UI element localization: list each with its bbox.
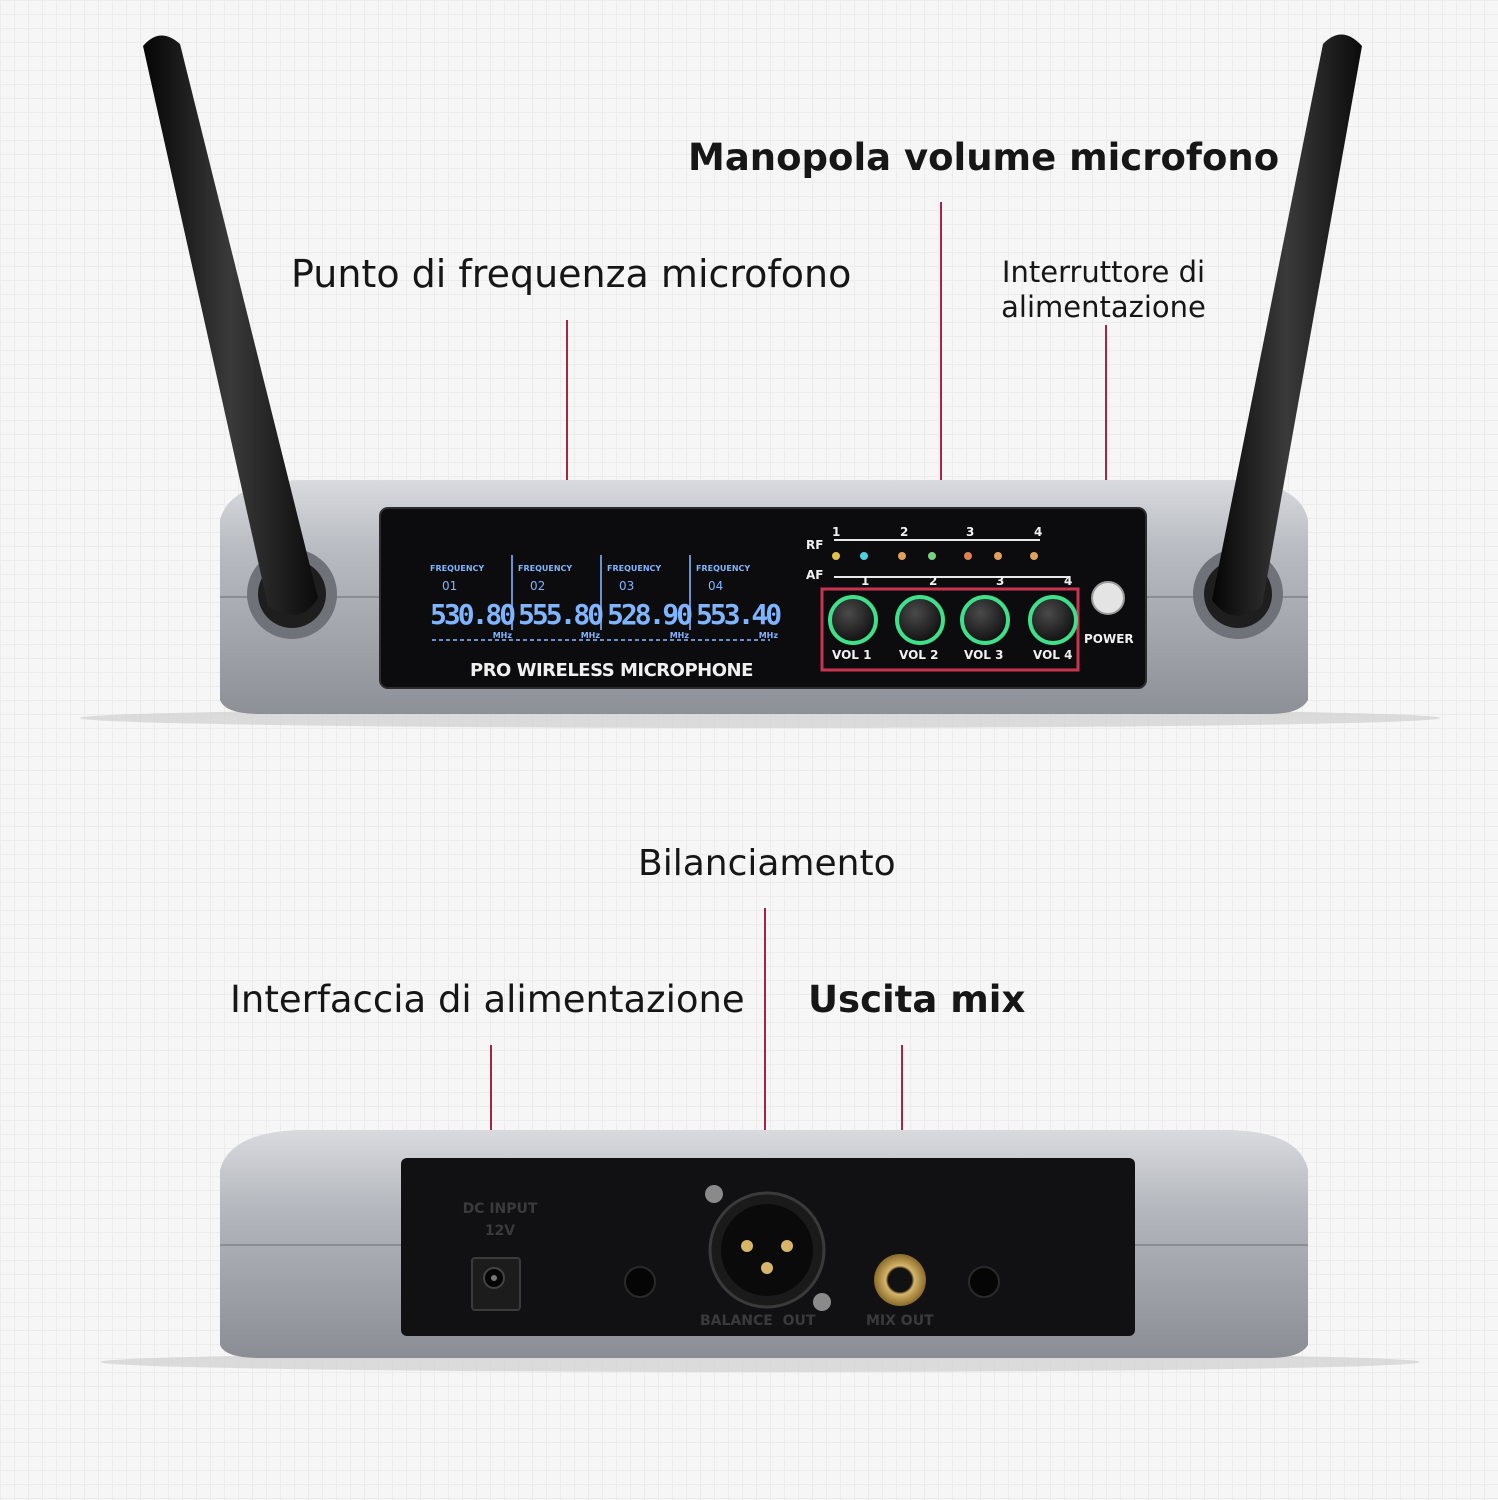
lcd-display: FREQUENCY 01 530.80 MHz FREQUENCY 02 555… — [380, 508, 1146, 688]
channel-number: 02 — [530, 579, 546, 593]
af-number-3: 3 — [996, 574, 1005, 588]
channel-frequency: 528.90 — [607, 598, 693, 631]
channel-frequency: 530.80 — [430, 598, 516, 631]
brand-text: PRO WIRELESS MICROPHONE — [470, 660, 753, 681]
channel-unit: MHz — [758, 631, 778, 640]
knob-label-vol1[interactable]: VOL 1 — [832, 648, 872, 662]
mix-out-label: MIX OUT — [866, 1313, 934, 1329]
balance-callout-line — [764, 908, 766, 1188]
power-switch-callout-line — [1105, 325, 1107, 585]
mix-out-jack-icon — [874, 1254, 926, 1306]
mix-output-label: Uscita mix — [808, 978, 1026, 1021]
knob-vol2-icon — [895, 595, 945, 645]
power-switch-label-line2: alimentazione — [1001, 290, 1206, 324]
channel-label: FREQUENCY — [696, 564, 751, 573]
power-button-icon — [1091, 581, 1125, 615]
knob-vol1-icon — [828, 595, 878, 645]
frequency-point-callout-line — [566, 320, 568, 540]
screw-hole-icon — [624, 1266, 656, 1298]
channel-number: 04 — [708, 579, 724, 593]
xlr-connector-icon — [705, 1185, 831, 1311]
channel-label: FREQUENCY — [607, 564, 662, 573]
balance-out-label: BALANCE OUT — [700, 1313, 816, 1329]
rf-number-3: 3 — [966, 525, 975, 539]
dc-input-label: DC INPUT 12V — [452, 1198, 548, 1242]
knob-label-vol3[interactable]: VOL 3 — [964, 648, 1004, 662]
channel-unit: MHz — [669, 631, 689, 640]
af-number-2: 2 — [929, 574, 938, 588]
screw-hole-right-icon — [968, 1266, 1000, 1298]
channel-number: 01 — [442, 579, 458, 593]
front-panel — [380, 508, 1146, 688]
right-antenna-icon — [1212, 34, 1362, 616]
power-label[interactable]: POWER — [1084, 632, 1134, 646]
volume-knob-callout-line — [940, 202, 942, 590]
left-antenna-icon — [143, 35, 318, 616]
receiver-back — [100, 1130, 1420, 1372]
channel-4: FREQUENCY 04 553.40 MHz — [696, 556, 782, 640]
power-interface-label: Interfaccia di alimentazione — [230, 978, 745, 1021]
channel-label: FREQUENCY — [518, 564, 573, 573]
channel-3: FREQUENCY 03 528.90 MHz — [607, 556, 693, 640]
rf-number-4: 4 — [1034, 525, 1043, 539]
channel-frequency: 555.80 — [518, 598, 604, 631]
dc-input-line2: 12V — [484, 1223, 516, 1239]
dc-input-line1: DC INPUT — [462, 1201, 538, 1217]
channel-label: FREQUENCY — [430, 564, 485, 573]
channel-1: FREQUENCY 01 530.80 MHz — [430, 556, 516, 640]
af-number-1: 1 — [861, 574, 870, 588]
channel-unit: MHz — [580, 631, 600, 640]
rf-leds — [832, 552, 1038, 560]
knob-label-vol2[interactable]: VOL 2 — [899, 648, 939, 662]
dc-jack-icon — [471, 1257, 521, 1311]
power-switch-label-line1: Interruttore di — [1001, 255, 1206, 289]
balance-label: Bilanciamento — [638, 843, 896, 884]
rf-number-2: 2 — [900, 525, 909, 539]
volume-knob-label: Manopola volume microfono — [688, 136, 1280, 179]
af-number-4: 4 — [1064, 574, 1073, 588]
channel-number: 03 — [619, 579, 635, 593]
rf-number-1: 1 — [832, 525, 841, 539]
channel-frequency: 553.40 — [696, 598, 782, 631]
knob-highlight-box — [820, 587, 1080, 672]
knob-vol4-icon — [1028, 595, 1078, 645]
channel-2: FREQUENCY 02 555.80 MHz — [518, 556, 604, 640]
knob-label-vol4[interactable]: VOL 4 — [1033, 648, 1073, 662]
receiver-front — [80, 34, 1440, 728]
knob-vol3-icon — [960, 595, 1010, 645]
rf-label: RF — [806, 538, 824, 552]
channel-unit: MHz — [492, 631, 512, 640]
frequency-point-label: Punto di frequenza microfono — [291, 252, 852, 296]
af-label: AF — [806, 568, 824, 582]
power-switch-label: Interruttore di alimentazione — [996, 255, 1211, 325]
